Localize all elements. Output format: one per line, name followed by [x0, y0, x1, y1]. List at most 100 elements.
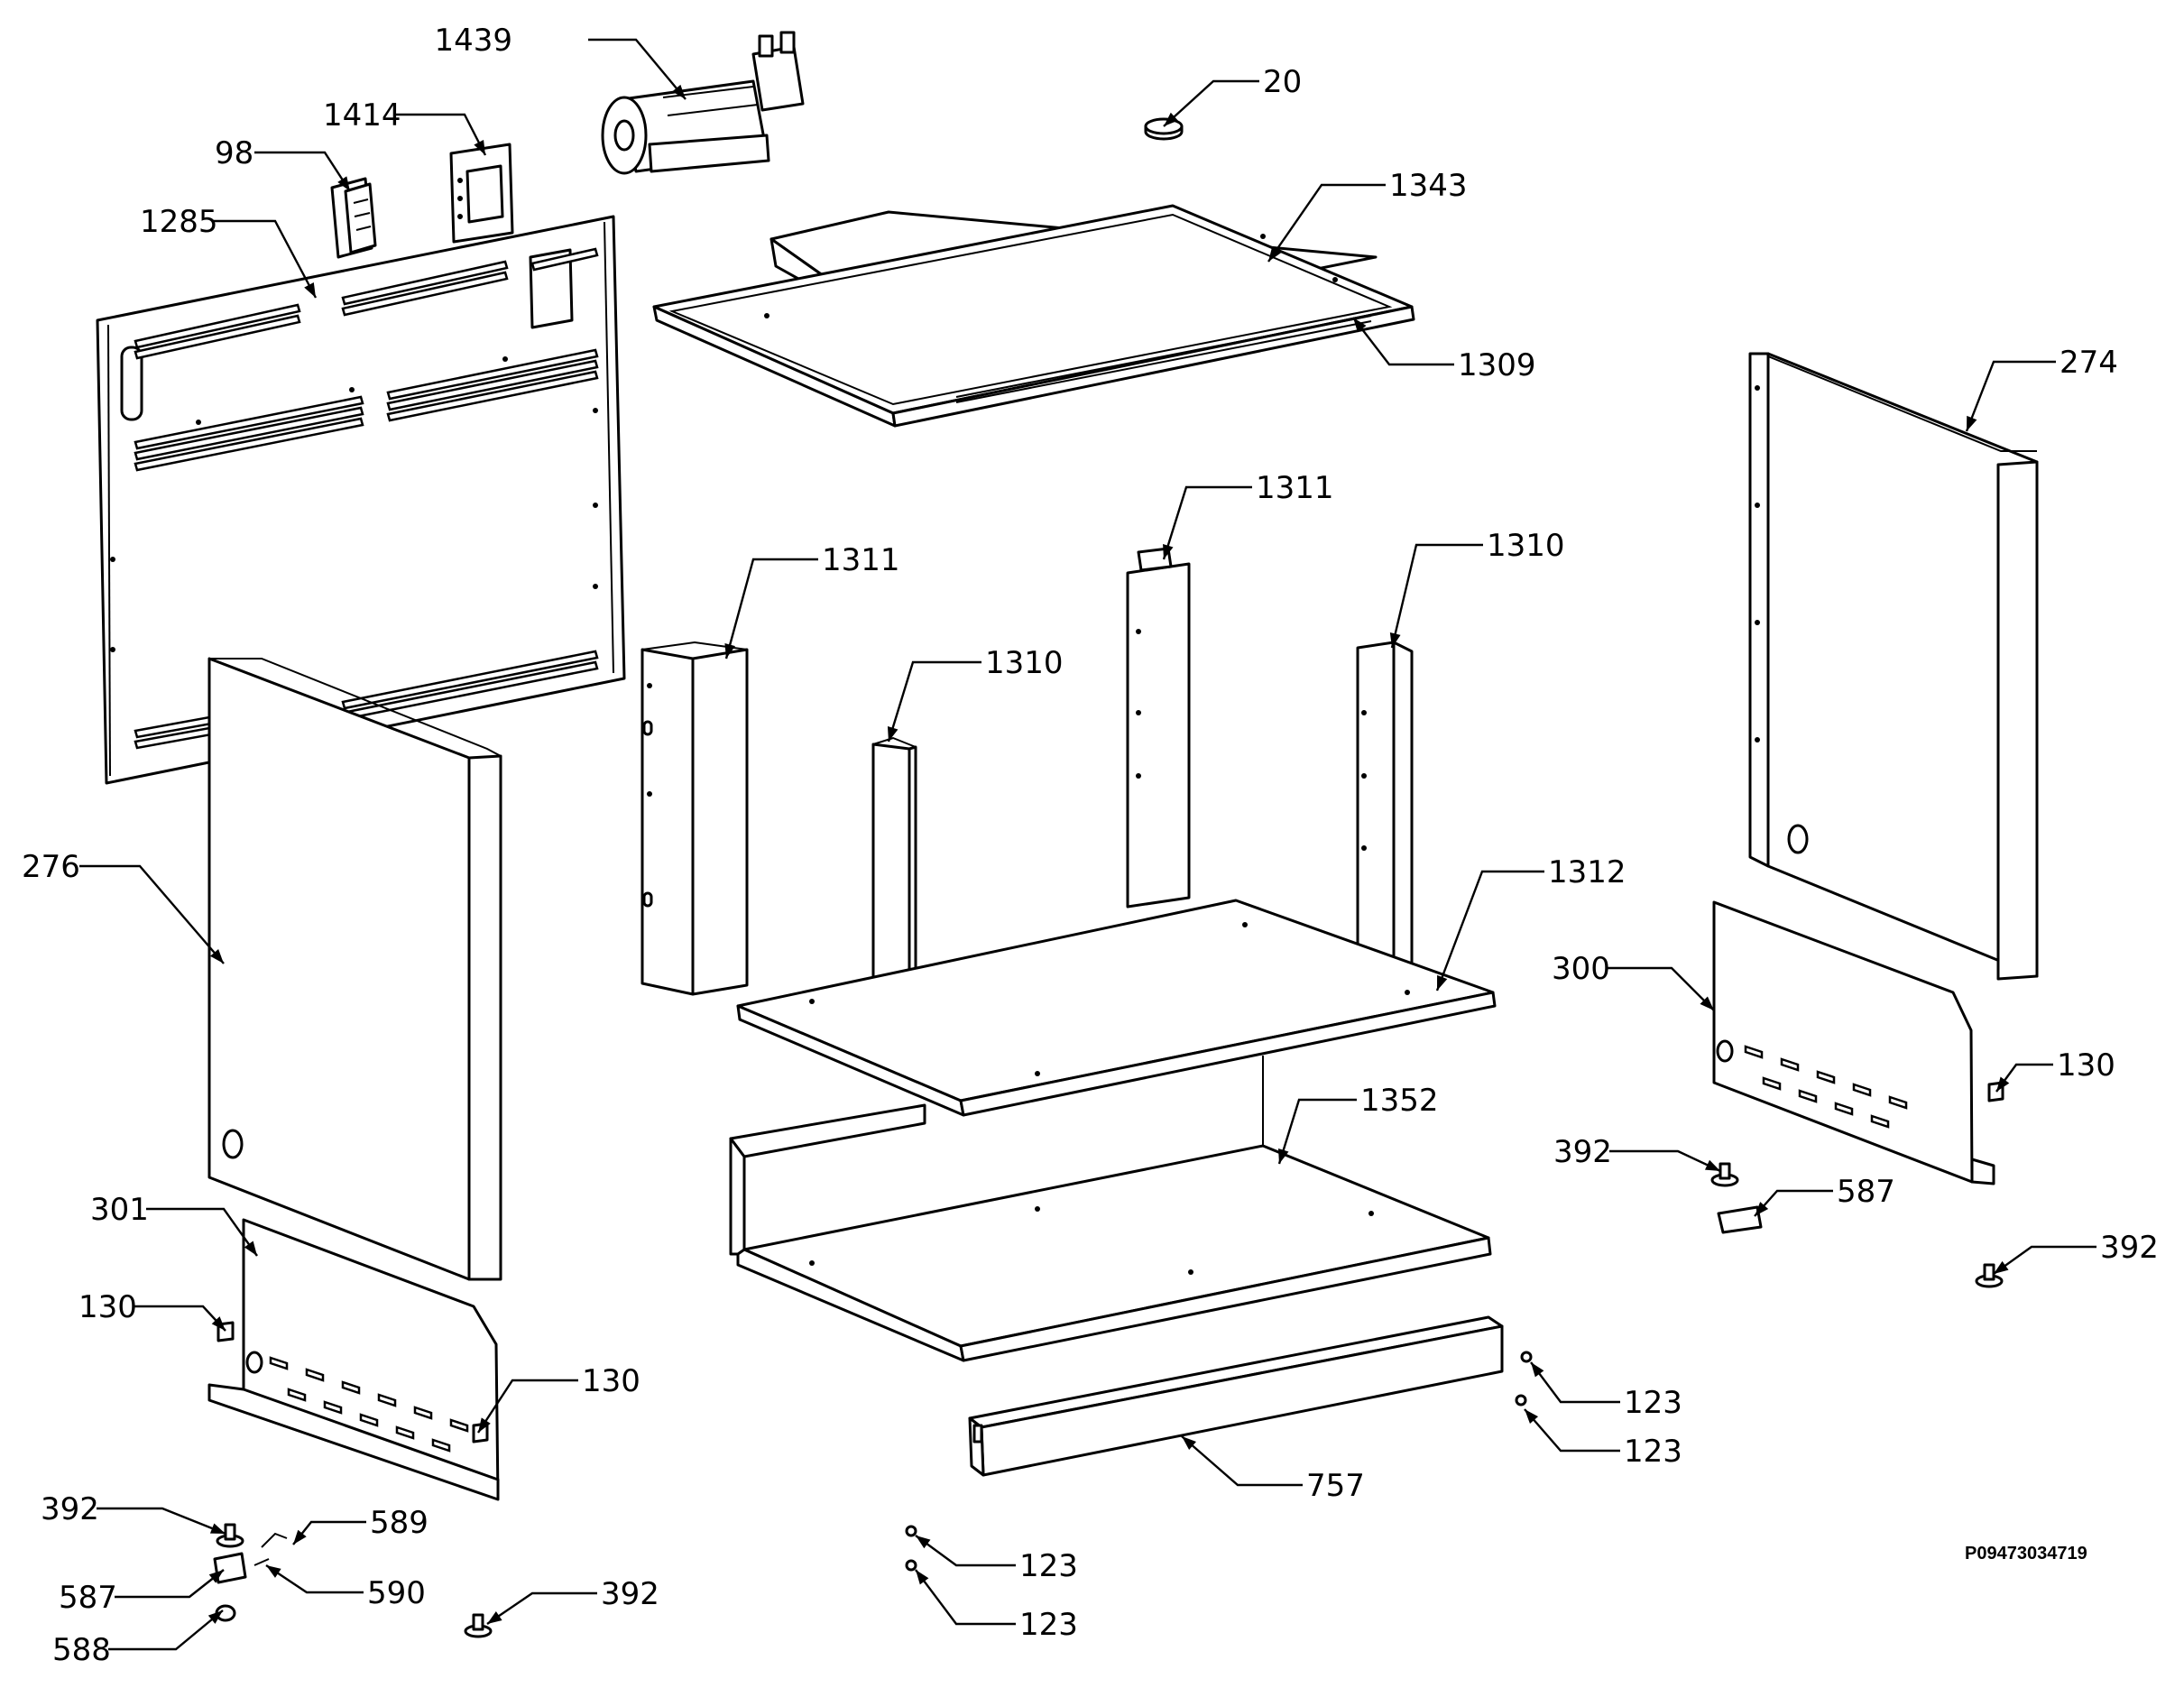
callout-20: 20 [1163, 64, 1302, 127]
callout-label: 587 [1837, 1174, 1895, 1210]
callout-label: 300 [1552, 951, 1610, 987]
callout-arrowhead [724, 642, 735, 659]
callout-label: 123 [1624, 1434, 1682, 1470]
vent-slots-row-top [134, 247, 599, 360]
callout-1311: 1311 [1162, 470, 1334, 560]
callout-arrowhead [672, 84, 686, 99]
callout-arrowhead [1353, 318, 1367, 333]
part-left-side-panel [207, 657, 502, 1281]
callout-label: 1414 [323, 97, 401, 134]
callout-leader-line [1608, 966, 1715, 1011]
callout-label: 1311 [822, 542, 900, 578]
callout-leader-line [1267, 183, 1386, 263]
callout-label: 130 [78, 1289, 137, 1325]
callout-392: 392 [1553, 1134, 1721, 1173]
callout-arrowhead [1994, 1260, 2009, 1274]
callout-leader-line [254, 151, 352, 192]
callout-123: 123 [1530, 1361, 1682, 1421]
callout-label: 1310 [985, 645, 1064, 681]
callout-588: 588 [52, 1610, 224, 1668]
callout-leader-line [1390, 543, 1483, 649]
callout-label: 392 [601, 1576, 659, 1612]
callout-leader-line [1530, 1361, 1620, 1404]
part-post-1311-right [1126, 547, 1191, 909]
callout-130: 130 [476, 1363, 640, 1434]
callout-leader-line [476, 1379, 578, 1434]
callout-arrowhead [293, 1529, 307, 1545]
callout-arrowhead [1525, 1409, 1539, 1425]
callout-392: 392 [486, 1576, 659, 1625]
part-post-1310-right [1356, 641, 1414, 982]
callout-label: 98 [215, 135, 253, 171]
part-foot-20 [1144, 117, 1184, 141]
callout-arrowhead [1268, 246, 1282, 262]
callout-130: 130 [1995, 1047, 2115, 1093]
part-screws-123 [905, 1351, 1533, 1572]
callout-leader-line [213, 219, 318, 299]
callout-590: 590 [265, 1564, 426, 1611]
callout-arrowhead [266, 1565, 281, 1578]
part-lower-tray [729, 1103, 1492, 1362]
callout-arrowhead [1182, 1436, 1197, 1451]
callout-arrowhead [478, 1417, 491, 1433]
part-fan-motor [601, 31, 805, 175]
drawing-code: P09473034719 [1965, 1544, 2087, 1563]
part-base-shelf [736, 899, 1497, 1117]
callout-arrowhead [1278, 1148, 1289, 1164]
callout-label: 588 [52, 1632, 111, 1668]
callout-label: 301 [90, 1192, 149, 1228]
callout-arrowhead [210, 948, 224, 964]
callout-274: 274 [1965, 345, 2118, 432]
callout-arrowhead [1967, 415, 1977, 431]
callout-1352: 1352 [1277, 1083, 1439, 1165]
callout-leader-line [1754, 1189, 1833, 1217]
callout-arrowhead [487, 1611, 502, 1624]
callout-1343: 1343 [1267, 168, 1468, 263]
callout-label: 274 [2060, 345, 2118, 381]
callout-arrowhead [1755, 1202, 1769, 1216]
callout-arrowhead [1704, 1159, 1720, 1171]
callout-label: 1310 [1487, 528, 1565, 564]
callout-123: 123 [915, 1569, 1078, 1643]
callout-1312: 1312 [1435, 854, 1626, 992]
callout-300: 300 [1552, 951, 1715, 1011]
callout-leader-line [1162, 485, 1252, 560]
part-clips-130 [217, 1081, 2004, 1444]
callout-leader-line [1609, 1149, 1721, 1173]
callout-label: 589 [370, 1505, 429, 1541]
callout-1414: 1414 [323, 97, 487, 156]
callout-label: 123 [1624, 1385, 1682, 1421]
callout-label: 1439 [434, 23, 512, 59]
callout-leader-line [588, 38, 687, 100]
callout-arrowhead [1996, 1076, 2010, 1092]
callout-98: 98 [215, 135, 352, 192]
callout-arrowhead [1389, 632, 1401, 648]
callout-arrowhead [244, 1241, 257, 1256]
callout-label: 1309 [1458, 347, 1536, 383]
part-right-side-panel [1748, 352, 2039, 981]
callout-leader-line [108, 1610, 224, 1651]
callout-130: 130 [78, 1289, 226, 1332]
callout-arrowhead [208, 1570, 224, 1583]
callout-leader-line [395, 113, 487, 156]
callout-leader-line [915, 1569, 1016, 1626]
part-post-1311-left [640, 641, 749, 996]
callout-leader-line [1181, 1435, 1303, 1487]
callout-leader-line [1993, 1245, 2096, 1275]
callout-arrowhead [1437, 974, 1448, 991]
callout-leader-line [79, 864, 225, 964]
callout-587: 587 [1754, 1174, 1895, 1217]
part-terminal-block [330, 177, 377, 259]
callout-label: 590 [367, 1575, 426, 1611]
part-back-panel [96, 215, 626, 785]
callout-757: 757 [1181, 1435, 1365, 1504]
callout-1309: 1309 [1352, 317, 1536, 383]
callout-587: 587 [59, 1569, 225, 1616]
callout-leader-line [486, 1591, 597, 1625]
callout-label: 392 [1553, 1134, 1612, 1170]
callout-589: 589 [292, 1505, 429, 1545]
callout-392: 392 [1993, 1230, 2159, 1275]
part-left-bottom-bracket [207, 1218, 500, 1501]
callout-leader-line [134, 1305, 226, 1332]
